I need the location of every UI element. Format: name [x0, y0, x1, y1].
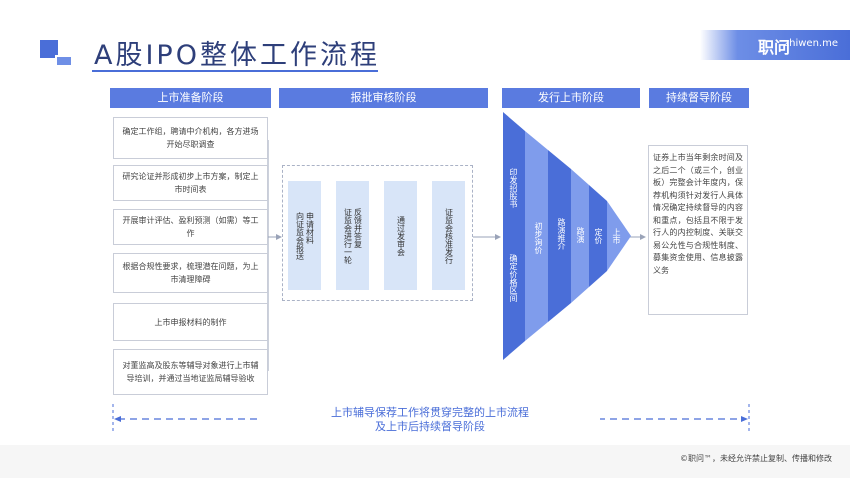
funnel-label-listing: 上市	[612, 228, 621, 244]
tutoring-note-line2: 及上市后持续督导阶段	[375, 420, 485, 433]
brand-url: zhiwen.me	[783, 38, 838, 49]
review-step-2: 反馈并答复 证监会进行一轮	[336, 181, 369, 290]
phase-header-issuance: 发行上市阶段	[502, 88, 640, 108]
title-underline	[92, 70, 378, 72]
review-group	[282, 165, 473, 301]
phase-header-preparation: 上市准备阶段	[110, 88, 271, 108]
funnel-label-roadshow: 路演	[576, 227, 585, 243]
funnel-label-inquiry: 初步询价	[534, 222, 543, 254]
prep-step-4: 根据合规性要求，梳理潜在问题，为上市清理障碍	[113, 253, 268, 293]
funnel-label-roadshow-promo: 路演推介	[557, 218, 566, 250]
review-step-1-label: 申请材料 向证监会报送	[295, 211, 315, 260]
copyright-text: ©职问™，未经允许禁止复制、传播和修改	[680, 454, 832, 463]
logo-square-icon	[40, 40, 58, 58]
tutoring-note-line1: 上市辅导保荐工作将贯穿完整的上市流程	[331, 406, 529, 419]
phase-header-supervision: 持续督导阶段	[649, 88, 749, 108]
supervision-description: 证券上市当年剩余时间及之后二个（或三个，创业板）完整会计年度内，保荐机构须针对发…	[648, 145, 748, 315]
footer-bar	[0, 445, 850, 478]
funnel-label-prospectus: 印发招股书	[509, 168, 518, 208]
review-step-4: 证监会核准发行	[432, 181, 465, 290]
review-step-3: 通过发审会	[384, 181, 417, 290]
review-step-4-label: 证监会核准发行	[444, 207, 454, 264]
prep-step-1: 确定工作组，聘请中介机构，各方进场开始尽职调查	[113, 117, 268, 159]
prep-step-6: 对董监高及股东等辅导对象进行上市辅导培训，并通过当地证监局辅导验收	[113, 349, 268, 395]
review-step-1: 申请材料 向证监会报送	[288, 181, 321, 290]
logo-square-icon	[55, 55, 73, 67]
page-title: A股IPO整体工作流程	[94, 40, 380, 71]
funnel-label-pricing: 定价	[594, 228, 603, 244]
prep-step-5: 上市申报材料的制作	[113, 303, 268, 341]
prep-step-3: 开展审计评估、盈利预测（如需）等工作	[113, 209, 268, 245]
review-step-2-label: 反馈并答复 证监会进行一轮	[343, 207, 363, 264]
brand-banner	[700, 30, 850, 60]
phase-header-review: 报批审核阶段	[279, 88, 488, 108]
review-step-3-label: 通过发审会	[396, 215, 406, 256]
tutoring-note: 上市辅导保荐工作将贯穿完整的上市流程 及上市后持续督导阶段	[260, 406, 600, 434]
brand-name: 职问	[757, 38, 790, 57]
issuance-funnel	[503, 112, 631, 360]
funnel-label-price-range: 确定价格区间	[509, 254, 518, 302]
prep-step-2: 研究论证并形成初步上市方案，制定上市时间表	[113, 165, 268, 201]
